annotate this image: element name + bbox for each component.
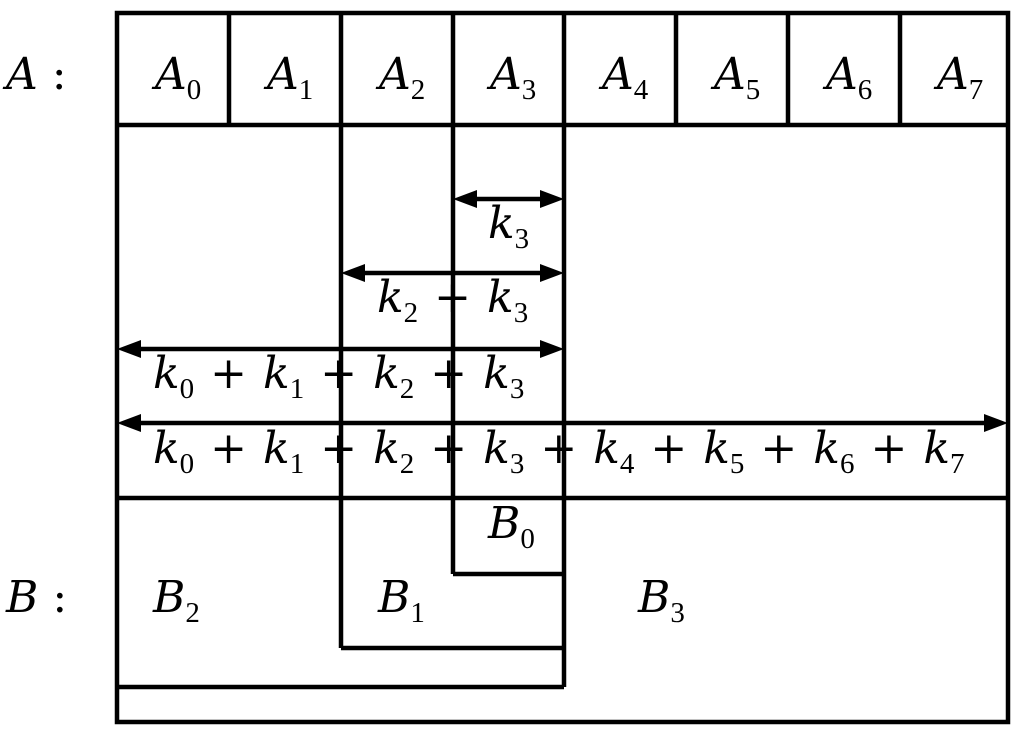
arrow-label-2: k0+k1+k2+k3 <box>153 348 524 405</box>
a-cell-label-0: A0 <box>151 49 201 106</box>
arrow-label-1: k2+k3 <box>377 272 528 329</box>
b-block-label-3: B3 <box>637 572 685 629</box>
row-label-b: B: <box>5 572 67 623</box>
a-cell-label-6: A6 <box>822 49 872 106</box>
b-block-label-1: B1 <box>377 572 425 629</box>
b-block-labels: B0 B1 B2 B3 <box>152 498 685 629</box>
arrow-k0-k7 <box>117 414 1008 432</box>
arrow-label-3: k0+k1+k2+k3+k4+k5+k6+k7 <box>153 423 965 480</box>
a-cell-label-4: A4 <box>598 49 649 106</box>
arrow-label-0: k3 <box>488 198 529 255</box>
arrow-k2-k3 <box>341 264 564 282</box>
b-block-label-2: B2 <box>152 572 200 629</box>
a-cell-label-2: A2 <box>375 49 425 106</box>
row-label-a: A: <box>2 49 67 100</box>
arrows <box>117 190 1008 432</box>
a-cell-label-7: A7 <box>933 49 983 106</box>
b-block-label-0: B0 <box>487 498 535 555</box>
a-cell-labels: A0 A1 A2 A3 A4 A5 A6 A7 <box>151 49 983 106</box>
a-cell-label-5: A5 <box>710 49 760 106</box>
a-cell-dividers <box>226 13 903 125</box>
arrow-labels: k3 k2+k3 k0+k1+k2+k3 k0+k1+k2+k3+k4+k5+k6+k… <box>153 198 965 480</box>
a-cell-label-3: A3 <box>486 49 536 106</box>
arrow-k3 <box>453 190 564 208</box>
arrow-k0-k3 <box>117 340 564 358</box>
a-cell-label-1: A1 <box>263 49 313 106</box>
